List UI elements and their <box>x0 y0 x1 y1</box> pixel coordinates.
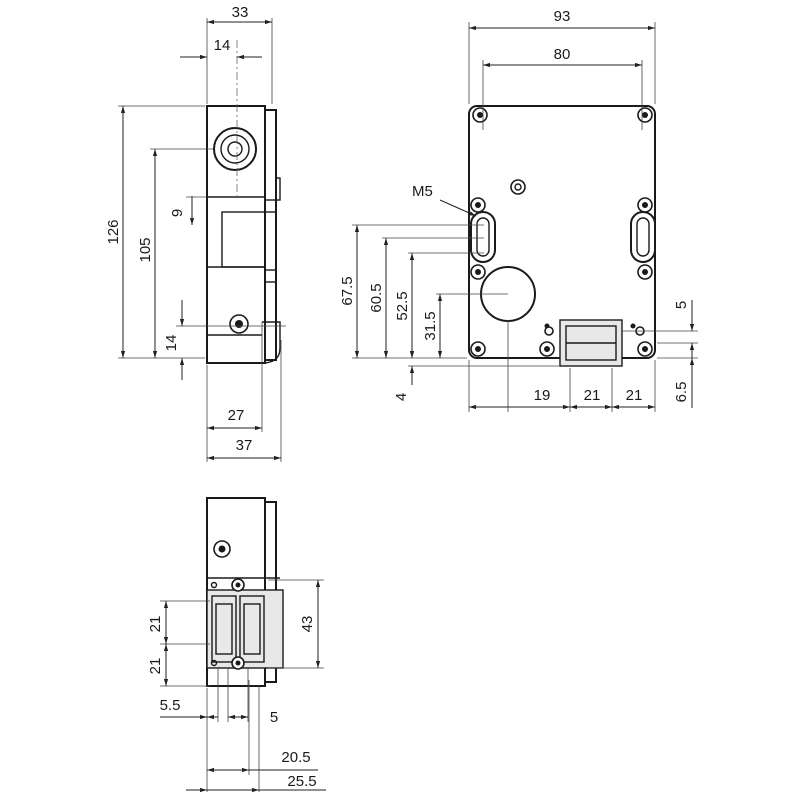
bottom-actuator-right <box>239 595 265 663</box>
dim-14-label: 14 <box>214 37 231 54</box>
dim-93-label: 93 <box>554 8 571 25</box>
front-corner-screw <box>470 197 486 213</box>
front-corner-screw <box>539 341 555 357</box>
dim-126-label: 126 <box>105 219 122 244</box>
side-tab-low <box>264 269 277 283</box>
side-key-core <box>227 141 243 157</box>
bottom-screw <box>231 656 245 670</box>
dim-37-label: 37 <box>236 437 253 454</box>
dim-21u-label: 21 <box>147 616 164 633</box>
side-view: 33 14 126 105 9 14 27 37 <box>105 4 286 462</box>
dim-105-label: 105 <box>137 237 154 262</box>
front-corner-screw <box>470 264 486 280</box>
bottom-dot <box>210 581 218 589</box>
bottom-screw-top-center <box>218 545 226 553</box>
bottom-dot <box>210 659 218 667</box>
dim-80-label: 80 <box>554 46 571 63</box>
front-slot-right <box>630 211 656 263</box>
side-tab-upper <box>275 177 281 201</box>
front-small-hole <box>510 179 526 195</box>
front-corner-screw <box>637 341 653 357</box>
dim-19-label: 19 <box>534 387 551 404</box>
front-corner-screw <box>637 264 653 280</box>
dim-27-label: 27 <box>228 407 245 424</box>
dim-43-label: 43 <box>299 616 316 633</box>
side-screw-center <box>235 320 243 328</box>
side-base-foot <box>207 321 281 364</box>
dim-60-5-label: 60.5 <box>368 283 385 312</box>
side-key-inner <box>220 134 250 164</box>
front-corner-screw <box>637 107 653 123</box>
side-tab-mid <box>264 199 277 213</box>
front-corner-screw <box>470 341 486 357</box>
bottom-actuator-housing <box>206 589 284 669</box>
thread-label-m5: M5 <box>412 183 433 200</box>
dim-21a-label: 21 <box>584 387 601 404</box>
dim-52-5-label: 52.5 <box>394 291 411 320</box>
m5-leader <box>439 199 477 217</box>
front-slot-left <box>470 211 496 263</box>
front-slot-right-inner <box>636 217 650 257</box>
dim-9-label: 9 <box>169 209 186 217</box>
front-slot-left-inner <box>476 217 490 257</box>
dim-4-label: 4 <box>393 393 410 401</box>
bottom-screw <box>231 578 245 592</box>
front-corner-screw <box>472 107 488 123</box>
dim-25-5-label: 25.5 <box>287 773 316 790</box>
front-small-hole-inner <box>514 183 522 191</box>
dim-5b-label: 5 <box>270 709 278 726</box>
dim-33-label: 33 <box>232 4 249 21</box>
front-dot <box>630 323 636 329</box>
dim-20-5-label: 20.5 <box>281 749 310 766</box>
front-view: 93 80 M5 67.5 60.5 52.5 31.5 4 <box>339 8 698 412</box>
bottom-actuator-left <box>211 595 237 663</box>
dim-6-5-label: 6.5 <box>673 382 690 403</box>
dim-67-5-label: 67.5 <box>339 276 356 305</box>
bottom-actuator-left-inner <box>215 603 233 655</box>
side-key-outer <box>213 127 257 171</box>
bottom-actuator-right-inner <box>243 603 261 655</box>
front-small-screw <box>544 326 554 336</box>
dim-14b-label: 14 <box>163 335 180 352</box>
dim-21l-label: 21 <box>147 658 164 675</box>
dim-5-label: 5 <box>673 301 690 309</box>
dim-31-5-label: 31.5 <box>422 311 439 340</box>
front-corner-screw <box>637 197 653 213</box>
bottom-view: 21 21 43 5.5 5 20.5 25.5 <box>147 497 326 793</box>
dim-21b-label: 21 <box>626 387 643 404</box>
dim-5-5-label: 5.5 <box>160 697 181 714</box>
